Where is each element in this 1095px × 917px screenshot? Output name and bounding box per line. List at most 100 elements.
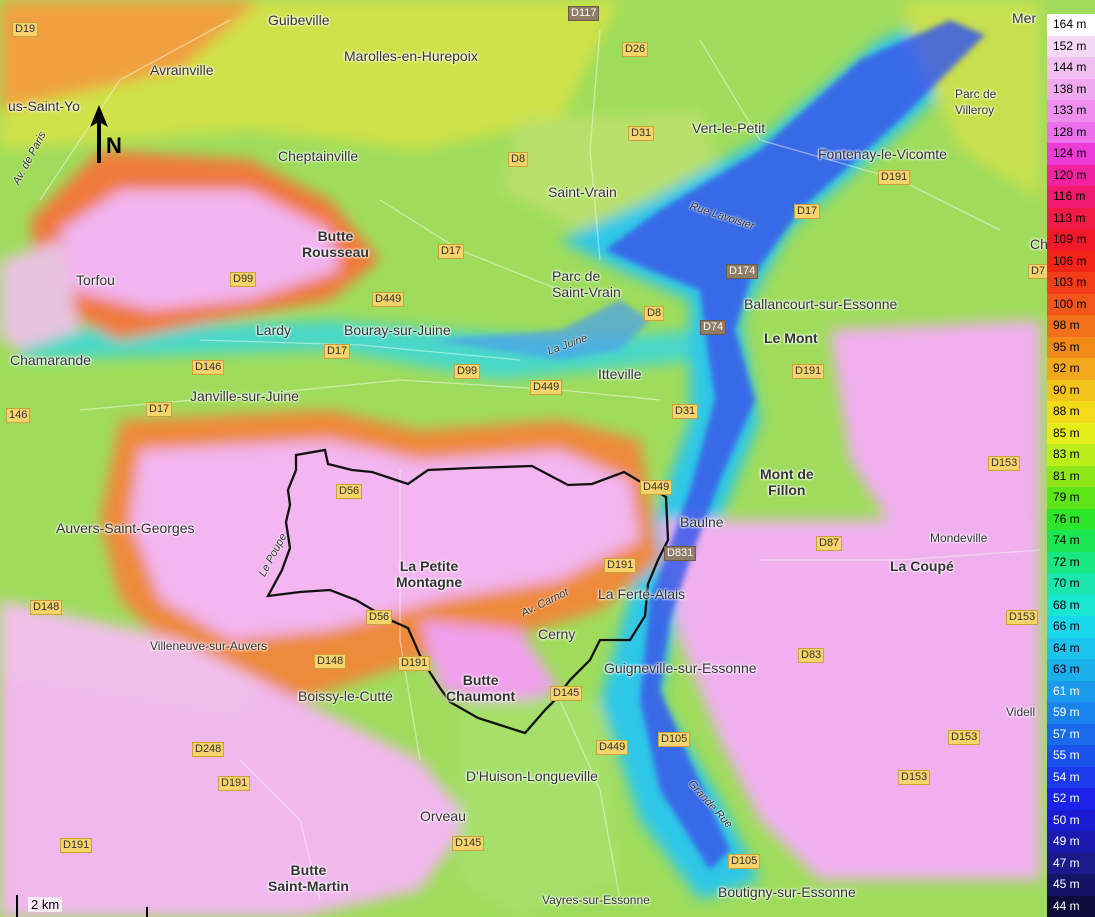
legend-item: 45 m [1047, 874, 1095, 896]
road-shield: D174 [726, 264, 759, 279]
place-label-fontenay: Fontenay-le-Vicomte [818, 146, 947, 162]
road-shield: D248 [192, 742, 225, 757]
place-label-lardy: Lardy [256, 322, 292, 338]
place-label-saintyon: us-Saint-Yo [8, 98, 80, 114]
legend-item: 74 m [1047, 530, 1095, 552]
road-shield: D191 [792, 364, 825, 379]
legend-item: 144 m [1047, 57, 1095, 79]
legend-item: 92 m [1047, 358, 1095, 380]
legend-item: 88 m [1047, 401, 1095, 423]
road-shield: D449 [640, 480, 673, 495]
north-label: N [106, 133, 122, 158]
road-shield: D831 [664, 546, 697, 561]
road-shield: D99 [454, 364, 481, 379]
place-label-mer: Mer [1012, 10, 1037, 26]
legend-item: 44 m [1047, 895, 1095, 917]
legend-item: 55 m [1047, 745, 1095, 767]
legend-item: 83 m [1047, 444, 1095, 466]
legend-item: 124 m [1047, 143, 1095, 165]
place-label-laferte: La Ferté-Alais [598, 586, 686, 602]
road-shield: D17 [438, 244, 465, 259]
place-label-ch: Ch [1030, 236, 1048, 252]
place-label-vayres: Vayres-sur-Essonne [542, 893, 650, 907]
legend-item: 68 m [1047, 594, 1095, 616]
legend-item: 59 m [1047, 702, 1095, 724]
legend-item: 54 m [1047, 766, 1095, 788]
road-shield: D31 [628, 126, 655, 141]
legend-item: 57 m [1047, 723, 1095, 745]
road-shield: D8 [508, 152, 529, 167]
place-label-guibeville: Guibeville [268, 12, 330, 28]
road-shield: D56 [336, 484, 363, 499]
legend-item: 49 m [1047, 831, 1095, 853]
road-shield: D145 [452, 836, 485, 851]
legend-item: 61 m [1047, 680, 1095, 702]
road-shield: D191 [604, 558, 637, 573]
place-label-baulne: Baulne [680, 514, 724, 530]
road-shield: 146 [6, 408, 31, 423]
road-shield: D19 [12, 22, 39, 37]
road-shield: D83 [798, 648, 825, 663]
road-shield: D191 [60, 838, 93, 853]
road-shield: D191 [398, 656, 431, 671]
north-arrow: N [84, 105, 124, 165]
road-shield: D56 [366, 610, 393, 625]
road-shield: D449 [530, 380, 563, 395]
legend-item: 50 m [1047, 809, 1095, 831]
place-label-villeneuve: Villeneuve-sur-Auvers [150, 639, 268, 653]
place-label-avrainville: Avrainville [150, 62, 214, 78]
road-shield: D17 [146, 402, 173, 417]
place-label-videll: Videll [1006, 705, 1036, 719]
place-label-guigneville: Guigneville-sur-Essonne [604, 660, 757, 676]
legend-item: 152 m [1047, 35, 1095, 57]
legend-item: 109 m [1047, 229, 1095, 251]
legend-item: 72 m [1047, 551, 1095, 573]
place-label-mondeville: Mondeville [930, 531, 988, 545]
legend-item: 47 m [1047, 852, 1095, 874]
road-shield: D17 [794, 204, 821, 219]
place-label-cheptainville: Cheptainville [278, 148, 359, 164]
legend-item: 70 m [1047, 573, 1095, 595]
place-label-orveau: Orveau [420, 808, 466, 824]
legend-item: 164 m [1047, 14, 1095, 36]
road-shield: D191 [878, 170, 911, 185]
scale-label: 2 km [28, 897, 63, 912]
road-shield: D26 [622, 42, 649, 57]
road-shield: D117 [568, 6, 600, 21]
legend-item: 85 m [1047, 422, 1095, 444]
road-shield: D153 [898, 770, 931, 785]
place-label-ballancourt: Ballancourt-sur-Essonne [744, 296, 898, 312]
place-label-itteville: Itteville [598, 366, 642, 382]
place-label-auvers: Auvers-Saint-Georges [56, 520, 195, 536]
feature-label-lacoupe: La Coupé [890, 558, 954, 574]
legend-item: 95 m [1047, 336, 1095, 358]
road-shield: D7 [1028, 264, 1049, 279]
road-shield: D17 [324, 344, 351, 359]
legend-item: 63 m [1047, 659, 1095, 681]
legend-item: 98 m [1047, 315, 1095, 337]
road-shield: D146 [192, 360, 225, 375]
place-label-saintvrain: Saint-Vrain [548, 184, 617, 200]
road-shield: D8 [644, 306, 665, 321]
legend-item: 64 m [1047, 637, 1095, 659]
feature-label-lemont: Le Mont [764, 330, 818, 346]
place-label-dhuison: D'Huison-Longueville [466, 768, 598, 784]
road-shield: D153 [948, 730, 981, 745]
place-label-janville: Janville-sur-Juine [190, 388, 299, 404]
legend-item: 133 m [1047, 100, 1095, 122]
road-shield: D148 [30, 600, 63, 615]
road-shield: D87 [816, 536, 843, 551]
legend-item: 128 m [1047, 121, 1095, 143]
road-shield: D99 [230, 272, 257, 287]
legend-item: 79 m [1047, 487, 1095, 509]
place-label-vertlepetit: Vert-le-Petit [692, 120, 766, 136]
legend-item: 66 m [1047, 616, 1095, 638]
